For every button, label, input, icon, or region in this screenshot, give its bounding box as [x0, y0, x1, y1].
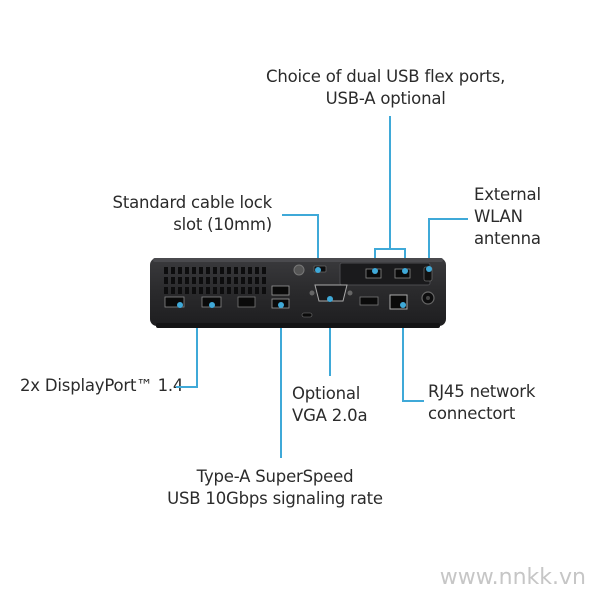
rj45-label: RJ45 network connectort: [428, 382, 536, 423]
rj45-dot: [400, 302, 406, 308]
usb-flex-callout-line: [389, 116, 391, 250]
rj45-callout-h: [402, 400, 424, 402]
vga-port: [314, 284, 348, 302]
chassis-base: [156, 323, 440, 328]
usb-typea-callout-v: [280, 306, 282, 458]
displayport-dot-2: [209, 302, 215, 308]
usb-flex-callout-bar: [374, 248, 406, 250]
cable-lock-label: Standard cable lock slot (10mm): [112, 193, 273, 234]
displayport-label: 2x DisplayPort™ 1.4: [20, 376, 184, 395]
usb-typea-dot: [278, 302, 284, 308]
vga-callout-v: [329, 300, 331, 376]
displayport-1: [164, 296, 185, 308]
displayport-callout-h: [176, 386, 198, 388]
hdmi-port: [359, 296, 379, 306]
usb-flex-dot-1: [372, 268, 378, 274]
usb-flex-dot-2: [402, 268, 408, 274]
mini-pc-rear-panel: [150, 258, 446, 328]
wlan-callout-h: [428, 218, 468, 220]
wlan-antenna-label: External WLAN antenna: [474, 185, 541, 248]
displayport-dot-1: [177, 302, 183, 308]
power-button: [293, 264, 305, 276]
usb-flex-label: Choice of dual USB flex ports, USB-A opt…: [266, 67, 506, 108]
cable-lock-dot: [315, 267, 321, 273]
vga-dot: [327, 296, 333, 302]
wlan-dot: [426, 266, 432, 272]
cable-lock-callout-h: [282, 214, 319, 216]
flex-io-panel: [339, 262, 431, 286]
vga-screw-right: [347, 290, 353, 296]
vga-screw-left: [309, 290, 315, 296]
watermark: www.nnkk.vn: [439, 565, 586, 590]
cable-lock-callout-v: [317, 214, 319, 270]
port-3: [237, 296, 256, 308]
displayport-callout-v: [196, 322, 198, 388]
chassis-top-edge: [153, 258, 443, 262]
vga-label: Optional VGA 2.0a: [292, 384, 368, 425]
usb-c-port: [301, 312, 313, 318]
rj45-callout-v: [402, 306, 404, 402]
usb-typea-port-top: [271, 285, 290, 296]
usb-typea-label: Type-A SuperSpeed USB 10Gbps signaling r…: [167, 467, 383, 508]
vent-grille: [164, 267, 266, 294]
wlan-callout-v: [428, 218, 430, 268]
